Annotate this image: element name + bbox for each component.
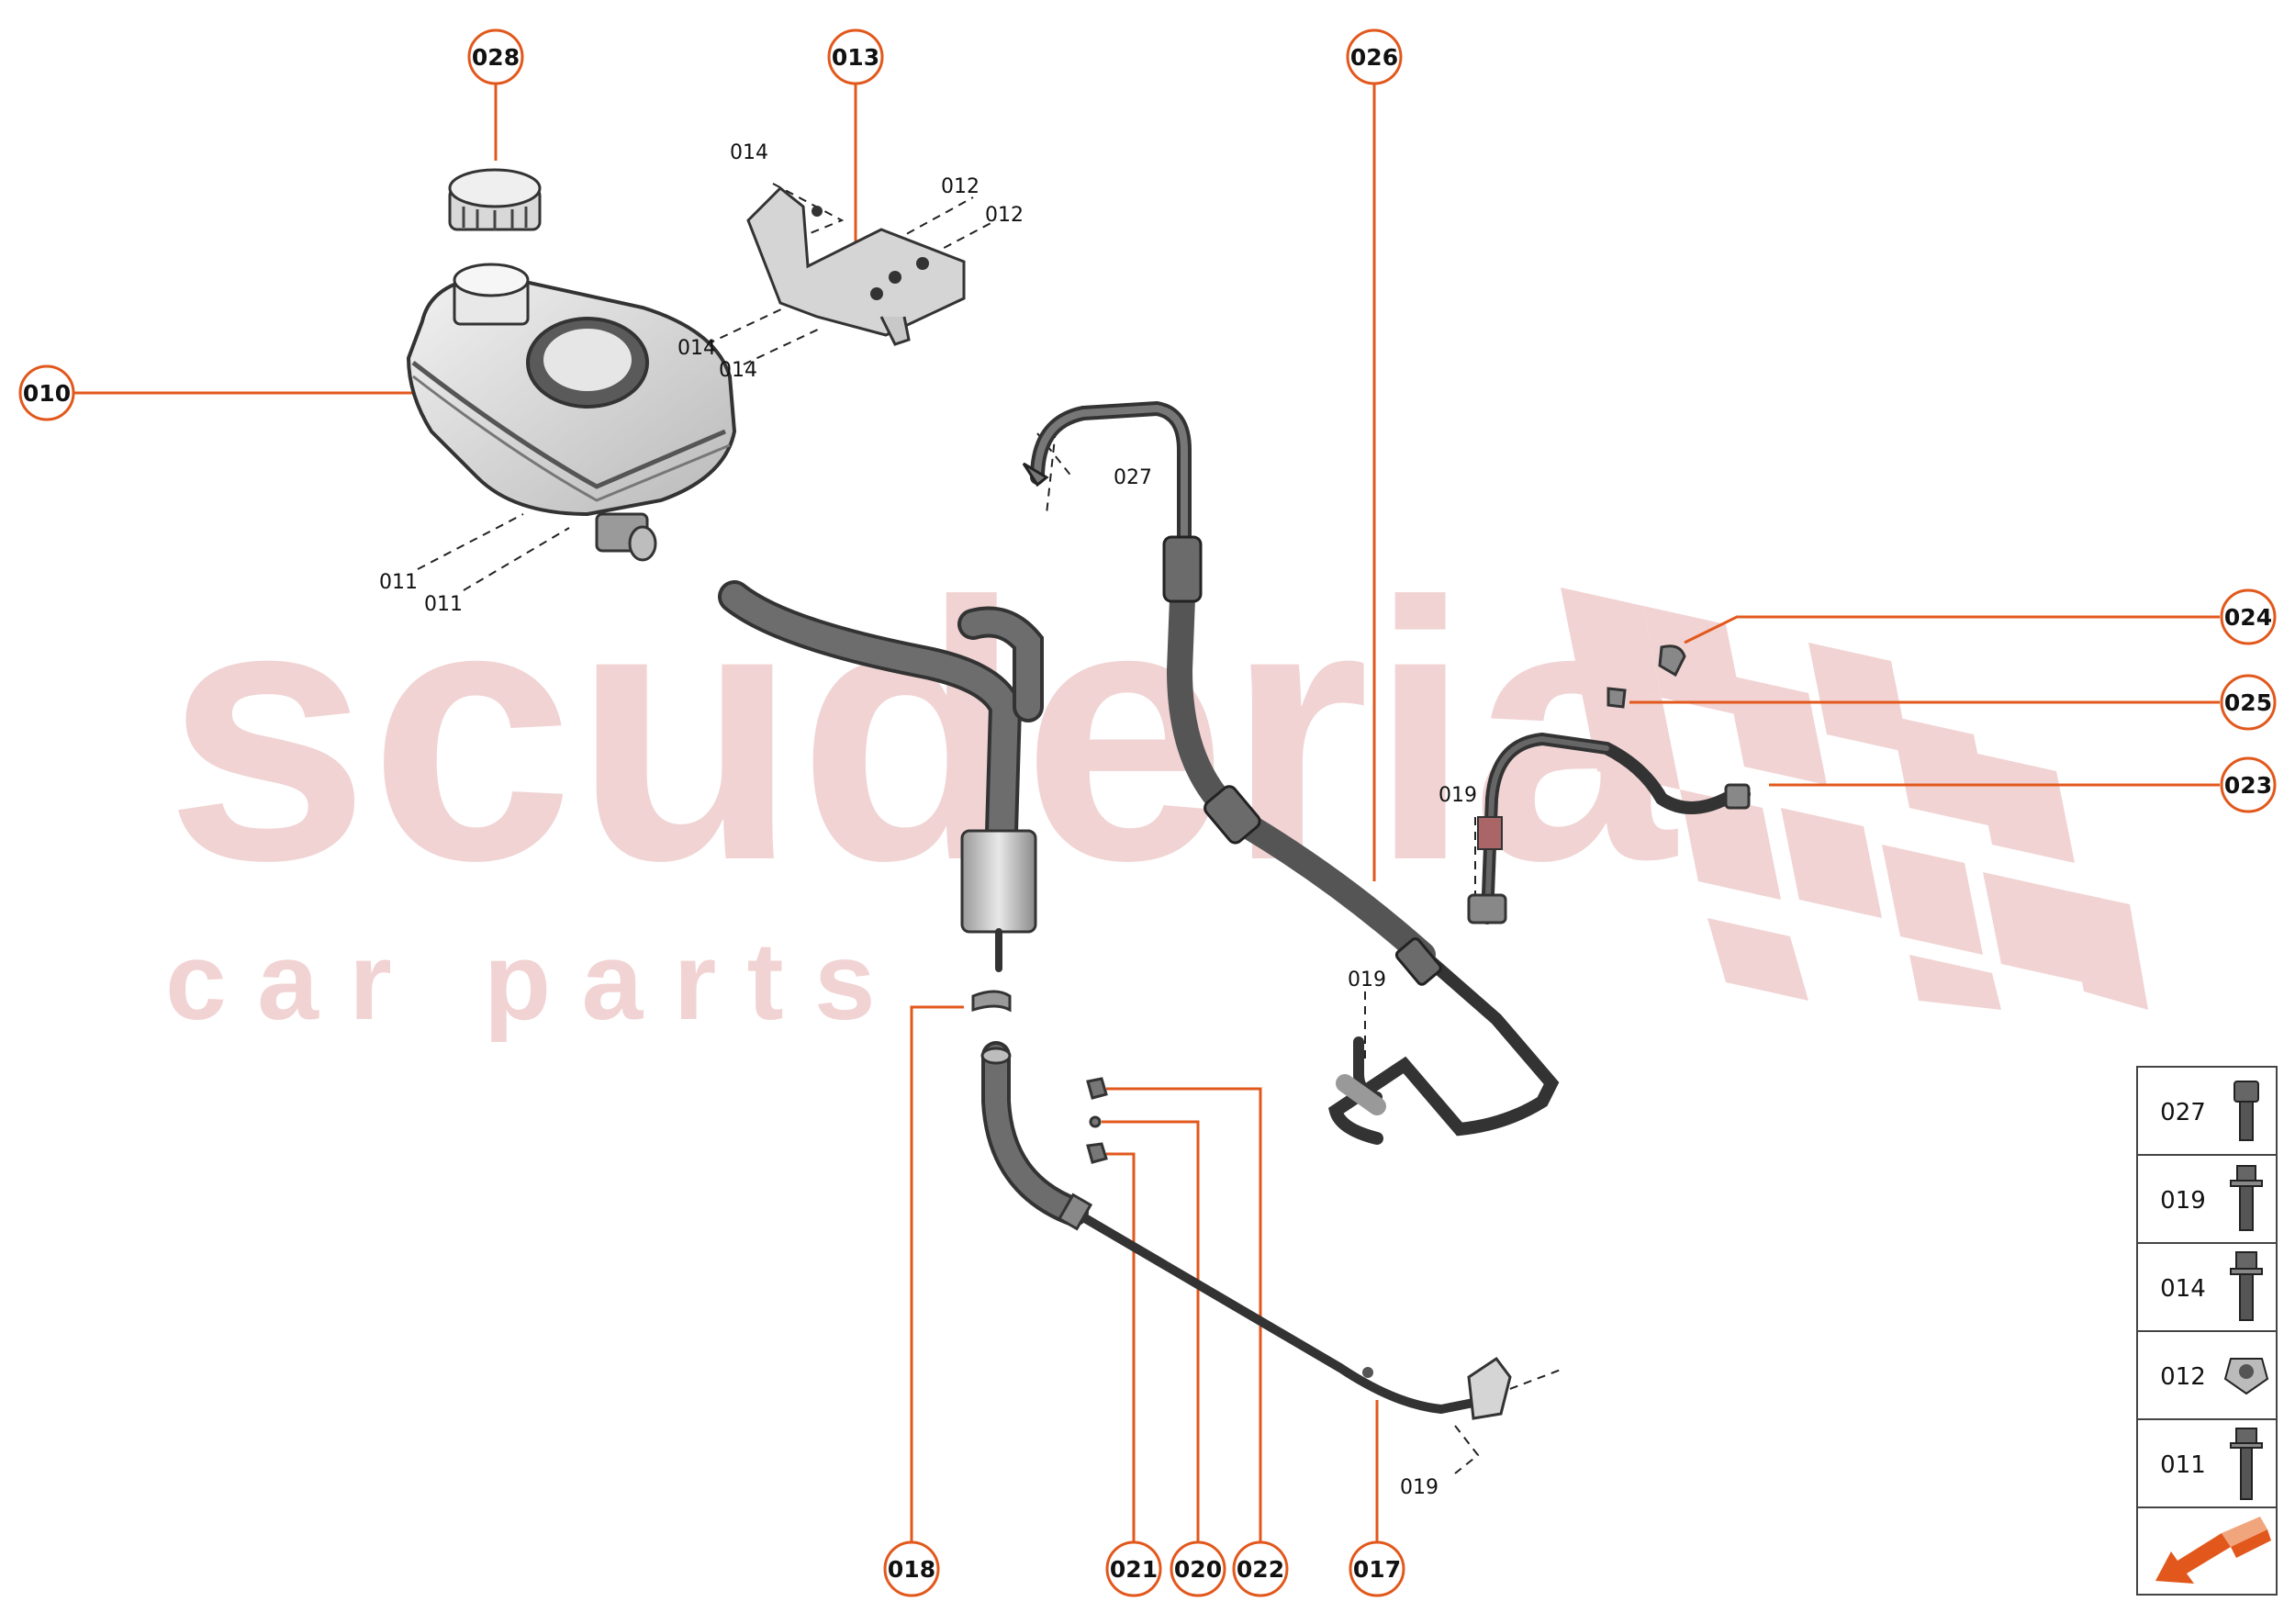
callout-020-label: 020 xyxy=(1174,1556,1222,1583)
fluid-reservoir-part xyxy=(406,263,737,562)
fastener-legend: 027 019 014 012 xyxy=(2136,1066,2278,1596)
label-019-b: 019 xyxy=(1348,969,1386,991)
legend-label-019: 019 xyxy=(2160,1187,2206,1215)
callout-026-label: 026 xyxy=(1350,44,1398,71)
callout-020: 020 xyxy=(1170,1540,1226,1597)
watermark-main: scuderia xyxy=(165,526,1678,936)
legend-row-014: 014 xyxy=(2160,1251,2263,1321)
fastener-labels: 014 012 012 014 014 027 011 011 019 019 … xyxy=(379,141,1477,1499)
hex-bolt-icon xyxy=(2230,1251,2263,1321)
callout-021-label: 021 xyxy=(1110,1556,1158,1583)
label-012-a: 012 xyxy=(941,175,980,198)
legend-label-011: 011 xyxy=(2160,1451,2206,1479)
callout-022: 022 xyxy=(1232,1540,1289,1597)
callout-010-label: 010 xyxy=(23,380,71,407)
flange-nut-icon xyxy=(2223,1358,2269,1395)
callout-024: 024 xyxy=(2220,588,2277,645)
callout-017: 017 xyxy=(1349,1540,1405,1597)
legend-label-027: 027 xyxy=(2160,1099,2206,1126)
right-hose-part xyxy=(1467,732,1751,924)
hose-clips-part xyxy=(1606,644,1686,709)
legend-label-014: 014 xyxy=(2160,1275,2206,1303)
small-clips-part xyxy=(1086,1077,1108,1164)
label-027: 027 xyxy=(1114,466,1152,489)
leader-lines xyxy=(69,78,2220,1556)
label-014-b: 014 xyxy=(677,337,716,360)
return-hose-upper-part xyxy=(718,580,1044,1013)
callout-022-label: 022 xyxy=(1237,1556,1284,1583)
legend-row-012: 012 xyxy=(2160,1358,2269,1395)
direction-arrow-icon xyxy=(2155,1517,2271,1584)
callout-023-label: 023 xyxy=(2224,772,2272,799)
label-019-a: 019 xyxy=(1439,784,1477,807)
flange-bolt-icon xyxy=(2230,1165,2263,1231)
label-014-c: 014 xyxy=(719,359,757,382)
callout-013-label: 013 xyxy=(832,44,879,71)
long-bolt-icon xyxy=(2230,1428,2263,1500)
callout-025: 025 xyxy=(2220,674,2277,731)
label-014-top: 014 xyxy=(730,141,768,164)
callout-025-label: 025 xyxy=(2224,689,2272,716)
legend-row-011: 011 xyxy=(2160,1428,2263,1500)
legend-row-027: 027 xyxy=(2160,1081,2259,1141)
callout-021: 021 xyxy=(1105,1540,1162,1597)
watermark: scuderia c a r p a r t s xyxy=(165,526,2148,1043)
label-011-b: 011 xyxy=(424,593,463,616)
reservoir-cap-part xyxy=(448,168,542,231)
callout-023: 023 xyxy=(2220,756,2277,813)
mounting-bracket-part xyxy=(746,185,966,346)
socket-head-bolt-icon xyxy=(2233,1081,2259,1141)
callout-018: 018 xyxy=(883,1540,940,1597)
callout-028: 028 xyxy=(467,28,524,85)
callout-010: 010 xyxy=(18,364,75,421)
watermark-sub: c a r p a r t s xyxy=(165,920,876,1043)
legend-label-012: 012 xyxy=(2160,1363,2206,1391)
callouts: 028 013 026 010 024 025 023 018 xyxy=(18,28,2277,1597)
callout-024-label: 024 xyxy=(2224,604,2272,631)
label-019-c: 019 xyxy=(1400,1476,1439,1499)
callout-018-label: 018 xyxy=(888,1556,935,1583)
callout-026: 026 xyxy=(1346,28,1403,85)
pressure-hose-part xyxy=(1022,400,1560,1145)
callout-017-label: 017 xyxy=(1353,1556,1401,1583)
callout-028-label: 028 xyxy=(472,44,520,71)
dashed-lines xyxy=(417,183,1562,1474)
label-011-a: 011 xyxy=(379,571,418,594)
label-012-b: 012 xyxy=(985,204,1024,227)
legend-row-019: 019 xyxy=(2160,1165,2263,1231)
return-pipe-lower-part xyxy=(980,1041,1512,1420)
callout-013: 013 xyxy=(827,28,884,85)
